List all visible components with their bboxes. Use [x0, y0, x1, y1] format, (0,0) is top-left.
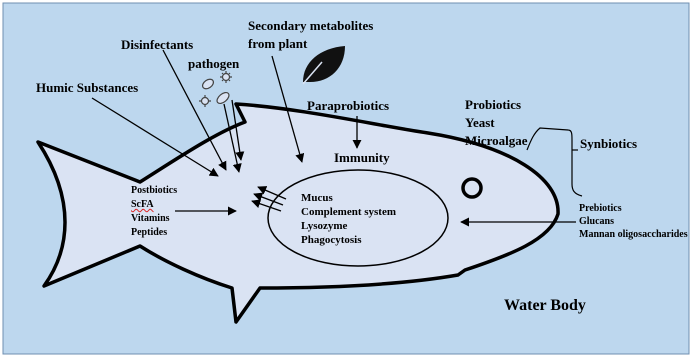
- scfa-item: ScFA: [131, 198, 177, 212]
- glucans-item: Glucans: [579, 215, 688, 228]
- water-body-label: Water Body: [504, 297, 586, 315]
- mucus-item: Mucus: [301, 191, 396, 205]
- microalgae-item: Microalgae: [465, 132, 528, 150]
- secondary-metabolites-line2: from plant: [248, 35, 373, 53]
- lysozyme-item: Lysozyme: [301, 219, 396, 233]
- complement-system-item: Complement system: [301, 205, 396, 219]
- prebiotics-item: Prebiotics: [579, 202, 688, 215]
- secondary-metabolites-label: Secondary metabolites from plant: [248, 17, 373, 53]
- immunity-components: Mucus Complement system Lysozyme Phagocy…: [301, 191, 396, 247]
- pathogen-label: pathogen: [188, 56, 239, 72]
- paraprobiotics-label: Paraprobiotics: [307, 98, 389, 114]
- secondary-metabolites-line1: Secondary metabolites: [248, 17, 373, 35]
- humic-substances-label: Humic Substances: [36, 80, 138, 96]
- disinfectants-label: Disinfectants: [121, 37, 193, 53]
- postbiotics-group: Postbiotics ScFA Vitamins Peptides: [131, 184, 177, 240]
- mannan-oligosaccharides-item: Mannan oligosaccharides: [579, 228, 688, 241]
- peptides-item: Peptides: [131, 226, 177, 240]
- postbiotics-item: Postbiotics: [131, 184, 177, 198]
- probiotics-item: Probiotics: [465, 96, 528, 114]
- prebiotics-group: Prebiotics Glucans Mannan oligosaccharid…: [579, 202, 688, 241]
- yeast-item: Yeast: [465, 114, 528, 132]
- synbiotics-label: Synbiotics: [580, 136, 637, 152]
- immunity-label: Immunity: [334, 150, 390, 166]
- phagocytosis-item: Phagocytosis: [301, 233, 396, 247]
- vitamins-item: Vitamins: [131, 212, 177, 226]
- probiotics-group: Probiotics Yeast Microalgae: [465, 96, 528, 150]
